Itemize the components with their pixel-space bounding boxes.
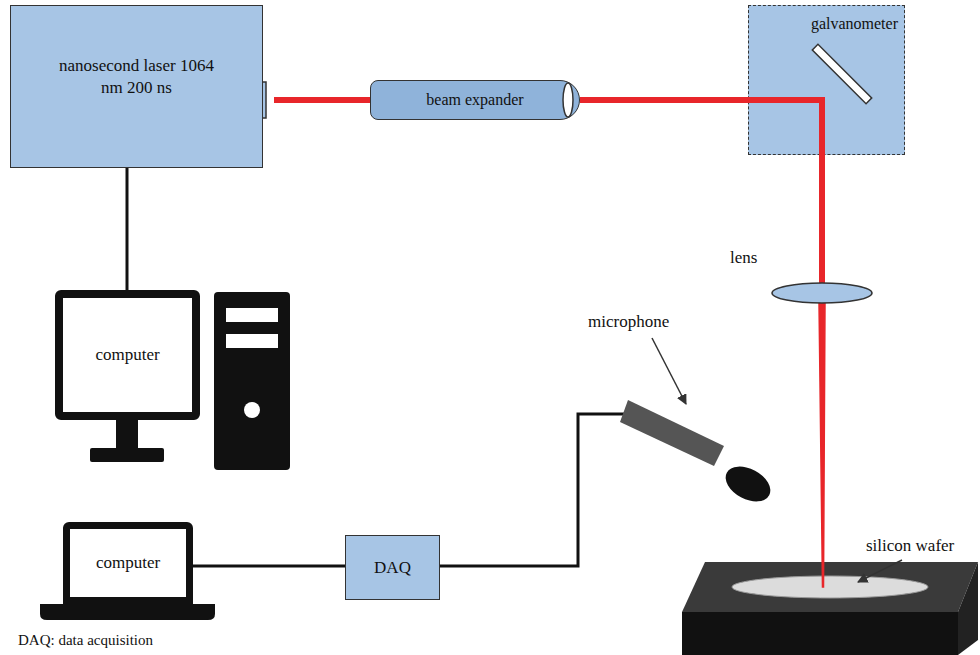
laser-beam <box>819 155 825 284</box>
focused-beam <box>819 302 825 587</box>
stage-side <box>958 562 978 655</box>
expander-cap <box>561 81 575 119</box>
laser-beam <box>748 100 822 155</box>
node-text: nanosecond laser 1064 nm 200 ns <box>51 55 222 98</box>
cable <box>193 565 345 568</box>
node-text: galvanometer <box>811 14 898 34</box>
beam-expander: beam expander <box>370 80 580 120</box>
monitor-neck <box>116 420 138 450</box>
wafer-label: silicon wafer <box>866 536 954 556</box>
monitor-base <box>90 448 164 462</box>
node-text: computer <box>96 552 160 573</box>
laptop-base <box>40 604 215 620</box>
laser-beam <box>580 97 748 103</box>
node-text: beam expander <box>426 90 523 110</box>
node-text: computer <box>95 344 159 365</box>
microphone-handle <box>620 400 724 466</box>
expander-cap-ellipse <box>563 83 573 117</box>
lens-label: lens <box>730 248 757 268</box>
monitor: computer <box>55 290 200 420</box>
cable <box>126 168 129 290</box>
tower-slot <box>226 308 278 322</box>
abbreviation-note: DAQ: data acquisition <box>18 632 153 649</box>
computer-tower <box>214 292 290 470</box>
tower-slot <box>226 334 278 348</box>
stage-top <box>682 562 978 612</box>
lens <box>772 283 872 303</box>
leader-line <box>652 338 686 404</box>
microphone-head <box>720 459 776 508</box>
laser-beam <box>274 97 370 103</box>
tower-button <box>244 402 260 418</box>
leader-line <box>858 560 902 582</box>
scan-mirror <box>812 44 871 103</box>
daq-box: DAQ <box>345 535 440 600</box>
galvanometer-box: galvanometer <box>748 5 905 155</box>
laptop-screen: computer <box>63 522 193 604</box>
microphone-wire <box>440 414 626 566</box>
silicon-wafer <box>732 576 928 598</box>
microphone-label: microphone <box>588 312 669 332</box>
node-text: DAQ <box>374 557 411 578</box>
stage-front <box>682 612 958 655</box>
laser-box: nanosecond laser 1064 nm 200 ns <box>10 5 263 168</box>
